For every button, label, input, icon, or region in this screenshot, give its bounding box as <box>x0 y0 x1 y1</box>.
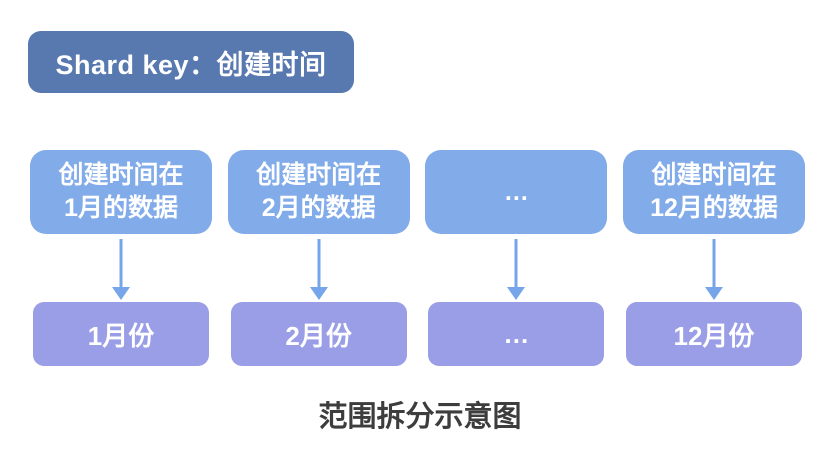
arrow-head <box>309 287 328 300</box>
source-box-line: 2月的数据 <box>261 194 376 222</box>
source-data-box: 创建时间在 12月的数据 <box>622 150 805 234</box>
source-box-line: 创建时间在 <box>256 161 382 189</box>
source-box-line: 创建时间在 <box>651 161 777 189</box>
source-box-line: 1月的数据 <box>64 194 178 222</box>
down-arrow-icon <box>228 239 410 301</box>
shard-columns-row: 创建时间在 1月的数据 1月份 创建时间在 2月的数据 2月份 … … 创建时间在 1… <box>30 150 805 366</box>
target-shard-box: … <box>428 302 605 366</box>
shard-column: 创建时间在 12月的数据 12月份 <box>622 150 805 366</box>
arrow-head <box>112 287 130 300</box>
shard-key-label: Shard key：创建时间 <box>55 49 327 80</box>
arrow-shaft <box>514 239 518 288</box>
shard-column: 创建时间在 2月的数据 2月份 <box>227 150 410 366</box>
source-box-line: 创建时间在 <box>58 161 184 189</box>
source-box-line: … <box>503 177 529 206</box>
arrow-shaft <box>119 239 123 288</box>
target-shard-box: 12月份 <box>625 302 802 366</box>
shard-column: … … <box>425 150 608 366</box>
source-data-box: 创建时间在 2月的数据 <box>227 150 410 234</box>
down-arrow-icon <box>30 239 212 301</box>
down-arrow-icon <box>623 239 805 301</box>
down-arrow-icon <box>425 239 607 301</box>
source-data-box: … <box>425 150 608 234</box>
target-shard-box: 2月份 <box>230 302 407 366</box>
target-shard-box: 1月份 <box>33 302 209 366</box>
shard-key-header-box: Shard key：创建时间 <box>28 31 354 93</box>
shard-column: 创建时间在 1月的数据 1月份 <box>30 150 212 366</box>
arrow-head <box>507 287 526 300</box>
source-box-line: 12月的数据 <box>650 194 778 222</box>
arrow-shaft <box>712 239 716 288</box>
arrow-head <box>704 287 723 300</box>
source-data-box: 创建时间在 1月的数据 <box>30 150 212 234</box>
diagram-caption: 范围拆分示意图 <box>318 401 522 433</box>
arrow-shaft <box>317 239 321 288</box>
